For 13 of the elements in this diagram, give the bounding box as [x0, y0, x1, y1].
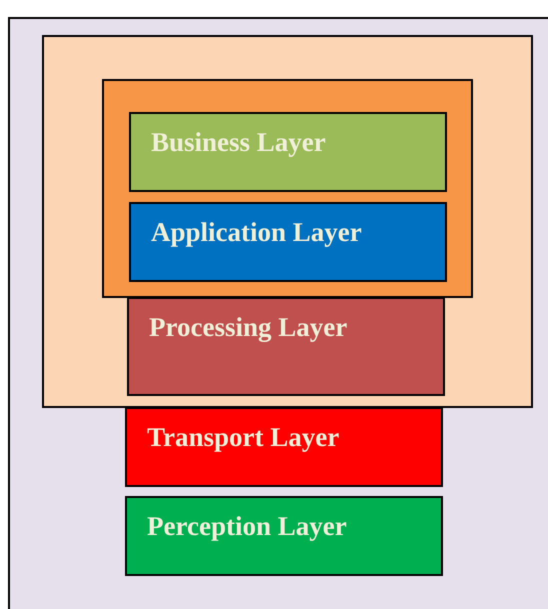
layer-label: Transport Layer [147, 421, 340, 454]
layer-box [125, 407, 443, 487]
layer-box [129, 202, 447, 282]
layer-label: Perception Layer [147, 510, 347, 543]
inner-group-box [102, 79, 473, 298]
outer-group-box [42, 35, 533, 408]
layer-label: Application Layer [151, 216, 362, 249]
background-panel [8, 17, 548, 609]
layer-label: Business Layer [151, 126, 326, 159]
layer-box [127, 297, 445, 396]
layer-label: Processing Layer [149, 311, 348, 344]
layer-box [129, 112, 447, 192]
layer-box [125, 496, 443, 576]
